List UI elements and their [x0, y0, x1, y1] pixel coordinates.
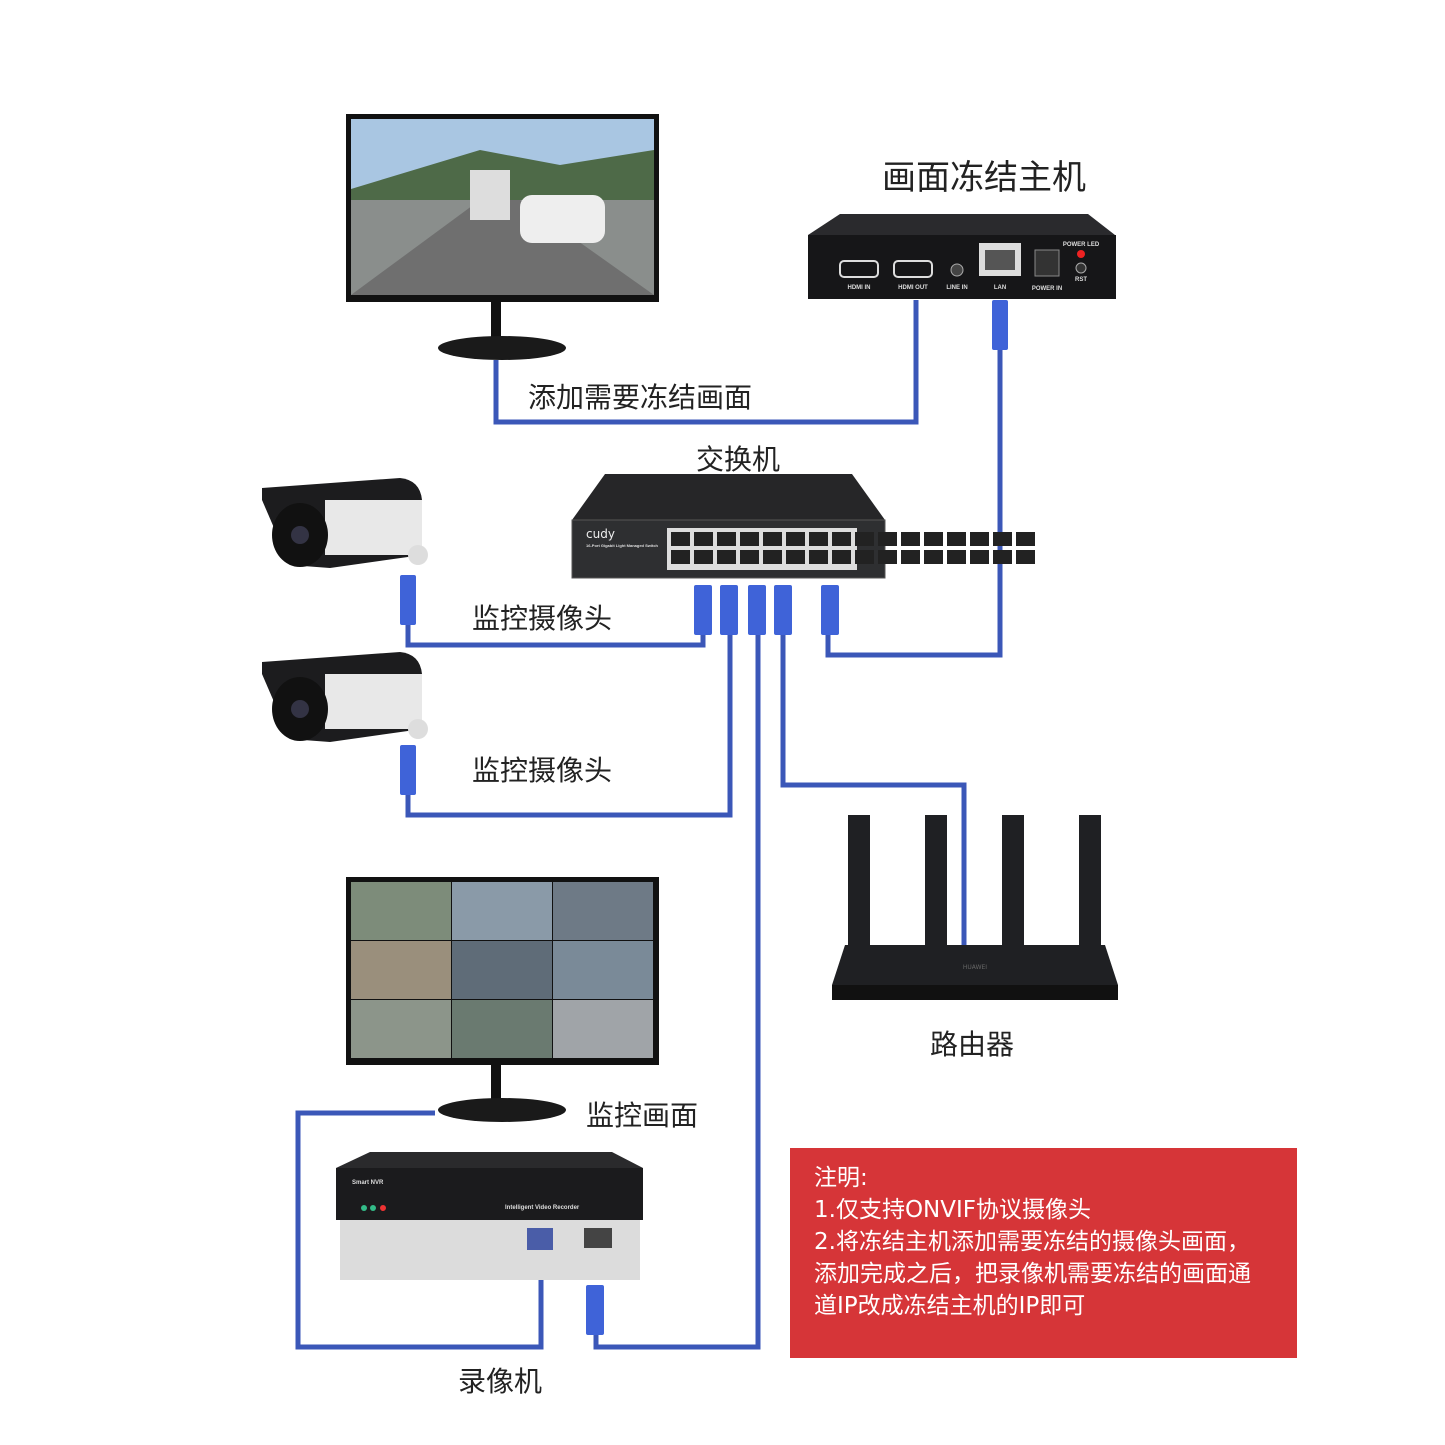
switch-port [671, 532, 690, 546]
cable-camera2-to-switch [405, 630, 733, 818]
power-led-label: POWER LED [1063, 242, 1100, 248]
camera-feed-tile [553, 1000, 653, 1058]
switch-port [947, 532, 966, 546]
network-switch: cudy 16-Port Gigabit Light Managed Switc… [571, 474, 1035, 579]
switch-port [993, 532, 1012, 546]
switch-port [970, 550, 989, 564]
note-title: 注明: [814, 1165, 868, 1191]
rst-label: RST [1075, 277, 1087, 283]
switch-port [763, 550, 782, 564]
nvr-device: Smart NVR Intelligent Video Recorder [336, 1152, 643, 1280]
router: HUAWEI [832, 815, 1118, 1000]
port-line-in: LINE IN [946, 285, 967, 291]
cable-host-lan-to-switch [825, 345, 1003, 658]
switch-port [924, 532, 943, 546]
switch-port [947, 550, 966, 564]
port-hdmi-in: HDMI IN [848, 285, 871, 291]
switch-port [786, 550, 805, 564]
cable-switch-to-nvr [593, 630, 761, 1350]
camera-feed-tile [452, 1000, 552, 1058]
port-lan: LAN [994, 285, 1006, 291]
note-line: 道IP改成冻结主机的IP即可 [814, 1293, 1086, 1319]
camera-feed-tile [452, 941, 552, 999]
switch-port [970, 532, 989, 546]
camera-1 [262, 478, 428, 568]
label-monitor-view: 监控画面 [586, 1099, 699, 1132]
switch-port [901, 532, 920, 546]
label-router: 路由器 [930, 1028, 1015, 1061]
camera-feed-tile [351, 941, 451, 999]
monitor-bottom [346, 877, 659, 1122]
camera-feed-tile [351, 882, 451, 940]
switch-port [878, 532, 897, 546]
switch-port [901, 550, 920, 564]
note-line: 添加完成之后，把录像机需要冻结的画面通 [814, 1261, 1251, 1287]
switch-port [993, 550, 1012, 564]
switch-port [717, 532, 736, 546]
router-brand: HUAWEI [963, 964, 987, 971]
switch-port [717, 550, 736, 564]
switch-port [740, 532, 759, 546]
switch-port [855, 550, 874, 564]
note-box: 注明: 1.仅支持ONVIF协议摄像头 2.将冻结主机添加需要冻结的摄像头画面，… [790, 1148, 1297, 1358]
switch-model: 16-Port Gigabit Light Managed Switch [586, 543, 659, 548]
switch-port [924, 550, 943, 564]
note-line: 1.仅支持ONVIF协议摄像头 [814, 1197, 1091, 1223]
switch-port [763, 532, 782, 546]
note-line: 2.将冻结主机添加需要冻结的摄像头画面， [814, 1229, 1250, 1255]
label-camera-2: 监控摄像头 [472, 754, 613, 787]
switch-port [786, 532, 805, 546]
camera-2 [262, 652, 428, 742]
camera-feed-tile [553, 941, 653, 999]
label-switch: 交换机 [696, 443, 781, 476]
cables [295, 300, 1003, 1350]
nvr-title: Intelligent Video Recorder [505, 1205, 580, 1211]
monitor-top [346, 114, 659, 360]
cable-nvr-to-monitor [295, 1110, 544, 1350]
switch-port [740, 550, 759, 564]
label-add-freeze: 添加需要冻结画面 [528, 381, 753, 414]
port-hdmi-out: HDMI OUT [898, 285, 928, 291]
switch-port [832, 550, 851, 564]
switch-port [878, 550, 897, 564]
port-power-in: POWER IN [1032, 286, 1062, 292]
switch-brand: cudy [586, 527, 615, 541]
switch-port [1016, 550, 1035, 564]
switch-port [832, 532, 851, 546]
cable-switch-to-router [780, 630, 967, 945]
cable-camera1-to-switch [405, 625, 706, 648]
label-nvr: 录像机 [458, 1365, 543, 1398]
freeze-host-device: HDMI IN HDMI OUT LINE IN LAN POWER IN PO… [808, 214, 1116, 299]
nvr-badge: Smart NVR [352, 1180, 384, 1186]
camera-feed-tile [452, 882, 552, 940]
switch-port [855, 532, 874, 546]
rj45-connectors [400, 300, 1008, 1335]
switch-port [694, 532, 713, 546]
label-freeze-host: 画面冻结主机 [882, 158, 1086, 198]
switch-port [809, 550, 828, 564]
switch-port [1016, 532, 1035, 546]
switch-port [694, 550, 713, 564]
switch-port [809, 532, 828, 546]
label-camera-1: 监控摄像头 [472, 602, 613, 635]
switch-port [671, 550, 690, 564]
cable-monitor-to-host [493, 300, 919, 425]
camera-feed-tile [553, 882, 653, 940]
camera-feed-tile [351, 1000, 451, 1058]
